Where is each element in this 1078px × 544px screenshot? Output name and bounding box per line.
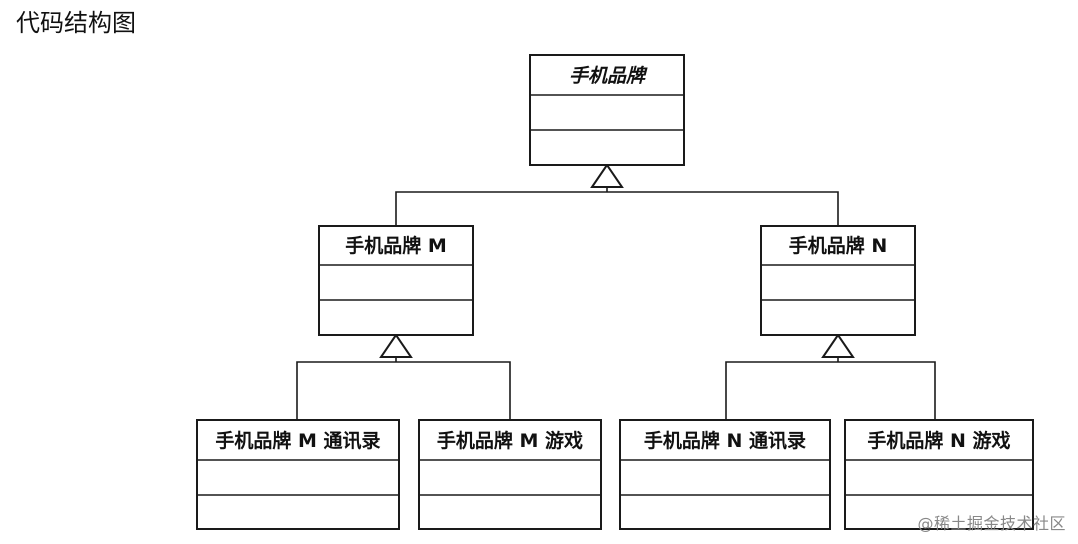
inheritance-connector-root [395, 187, 839, 226]
class-name-brand-n: 手机品牌 N [789, 234, 888, 257]
class-name-root: 手机品牌 [569, 65, 648, 87]
class-name-n-contacts: 手机品牌 N 通讯录 [644, 429, 806, 452]
class-box-root: 手机品牌 [529, 54, 685, 166]
inheritance-arrow-brand-n [821, 333, 855, 358]
inheritance-connector-brand-n [725, 357, 936, 420]
class-box-m-game: 手机品牌 M 游戏 [418, 419, 602, 530]
class-box-n-game: 手机品牌 N 游戏 [844, 419, 1034, 530]
inheritance-arrow-brand-m [379, 333, 413, 358]
class-name-n-game: 手机品牌 N 游戏 [867, 429, 1010, 452]
class-box-brand-n: 手机品牌 N [760, 225, 916, 336]
watermark: @稀土掘金技术社区 [917, 514, 1066, 533]
class-name-m-contacts: 手机品牌 M 通讯录 [215, 429, 380, 452]
class-box-brand-m: 手机品牌 M [318, 225, 474, 336]
class-name-brand-m: 手机品牌 M [345, 234, 447, 257]
page-title: 代码结构图 [16, 9, 136, 37]
inheritance-arrow-root [590, 163, 624, 188]
class-box-n-contacts: 手机品牌 N 通讯录 [619, 419, 831, 530]
class-box-m-contacts: 手机品牌 M 通讯录 [196, 419, 400, 530]
inheritance-connector-brand-m [296, 357, 511, 420]
class-name-m-game: 手机品牌 M 游戏 [437, 429, 583, 452]
